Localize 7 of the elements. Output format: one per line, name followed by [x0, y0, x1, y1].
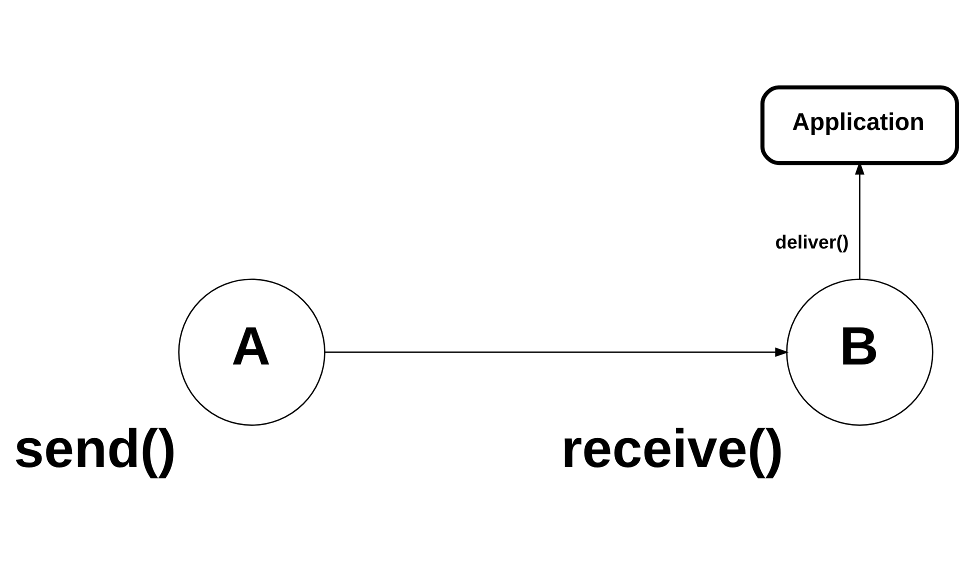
arrow: [324, 346, 789, 356]
node-circle: A: [178, 278, 326, 426]
node-box: Application: [760, 84, 960, 165]
edge-label: deliver(): [775, 232, 849, 254]
node-circle: B: [786, 278, 934, 426]
node-label: send(): [14, 418, 176, 479]
node-label: receive(): [561, 418, 784, 479]
